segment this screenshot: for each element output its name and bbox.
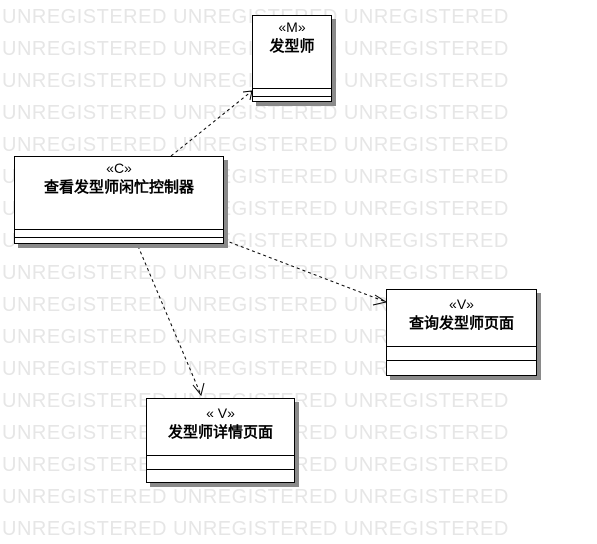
attributes-separator bbox=[387, 346, 536, 347]
class-name: 查询发型师页面 bbox=[408, 314, 514, 332]
class-controller-view-hairdresser-busy[interactable]: «C» 查看发型师闲忙控制器 bbox=[14, 156, 224, 244]
attributes-separator bbox=[147, 455, 294, 456]
class-view-query-hairdresser[interactable]: «V» 查询发型师页面 bbox=[386, 289, 537, 376]
arrowhead-model bbox=[242, 90, 253, 101]
stereotype-label: «C» bbox=[106, 160, 132, 176]
dependency-controller-to-model bbox=[170, 90, 253, 157]
operations-separator bbox=[253, 96, 331, 97]
class-name: 查看发型师闲忙控制器 bbox=[43, 178, 194, 196]
class-header: « V» 发型师详情页面 bbox=[147, 399, 294, 442]
operations-separator bbox=[387, 360, 536, 361]
attributes-separator bbox=[253, 88, 331, 89]
operations-separator bbox=[147, 469, 294, 470]
class-header: «V» 查询发型师页面 bbox=[387, 290, 536, 333]
class-header: «M» 发型师 bbox=[253, 16, 331, 56]
arrowhead-detail-view bbox=[192, 382, 205, 397]
stereotype-label: «M» bbox=[278, 19, 306, 35]
arrowhead-query-view bbox=[372, 294, 388, 306]
class-name: 发型师 bbox=[269, 37, 315, 55]
dependency-controller-to-detail-view bbox=[137, 245, 202, 396]
operations-separator bbox=[15, 237, 223, 238]
class-header: «C» 查看发型师闲忙控制器 bbox=[15, 157, 223, 197]
dependency-controller-to-query-view bbox=[223, 239, 387, 303]
class-name: 发型师详情页面 bbox=[167, 423, 273, 441]
attributes-separator bbox=[15, 229, 223, 230]
class-model-hairdresser[interactable]: «M» 发型师 bbox=[252, 15, 332, 102]
stereotype-label: « V» bbox=[206, 405, 235, 421]
class-view-hairdresser-detail[interactable]: « V» 发型师详情页面 bbox=[146, 398, 295, 483]
stereotype-label: «V» bbox=[449, 296, 474, 312]
